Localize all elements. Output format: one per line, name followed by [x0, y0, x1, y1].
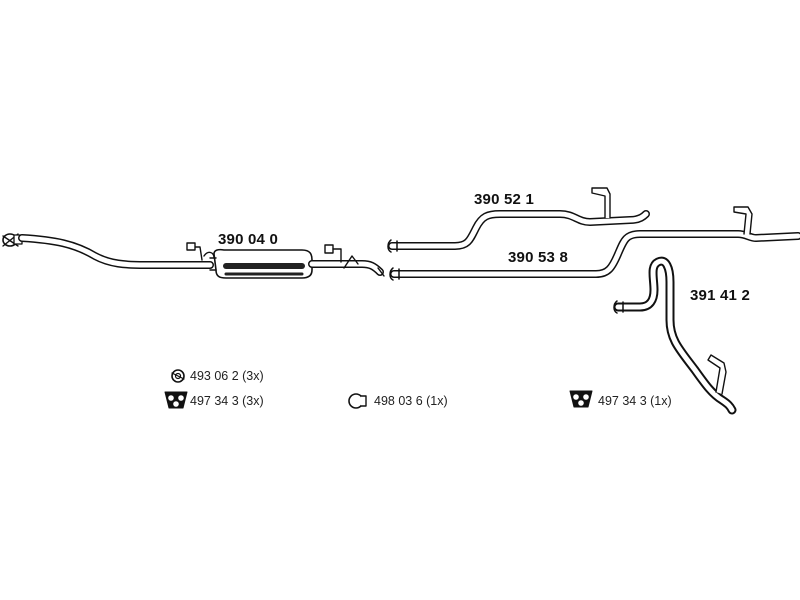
- part-label-390-52-1: 390 52 1: [474, 191, 534, 208]
- part-label-391-41-2: 391 41 2: [690, 287, 750, 304]
- muffler-outlet-pipe: [308, 260, 385, 277]
- legend-text: 497 34 3 (1x): [598, 394, 672, 408]
- part-label-390-53-8: 390 53 8: [508, 249, 568, 266]
- legend-item: 493 06 2 (3x): [190, 365, 264, 387]
- front-flange: [2, 233, 23, 247]
- legend-text: 497 34 3 (3x): [190, 394, 264, 408]
- front-pipe: [18, 234, 214, 269]
- tail-pipe-long-shape: [389, 206, 800, 281]
- tail-pipe-upper-shape: [387, 187, 650, 253]
- legend-item: 497 34 3 (1x): [598, 390, 672, 412]
- tail-pipe-bent-shape: [613, 256, 737, 415]
- rubber-hanger-icon: [569, 390, 593, 408]
- muffler: [209, 248, 313, 279]
- legend-item: 497 34 3 (3x): [190, 390, 264, 412]
- legend-item: 498 03 6 (1x): [374, 390, 448, 412]
- pipe-clamp-icon: [348, 393, 367, 409]
- hanger-bracket-right: [324, 244, 359, 269]
- legend-text: 498 03 6 (1x): [374, 394, 448, 408]
- rubber-hanger-icon: [164, 391, 188, 409]
- part-label-390-04-0: 390 04 0: [218, 231, 278, 248]
- legend-text: 493 06 2 (3x): [190, 369, 264, 383]
- clamp-ring-icon: [171, 369, 185, 383]
